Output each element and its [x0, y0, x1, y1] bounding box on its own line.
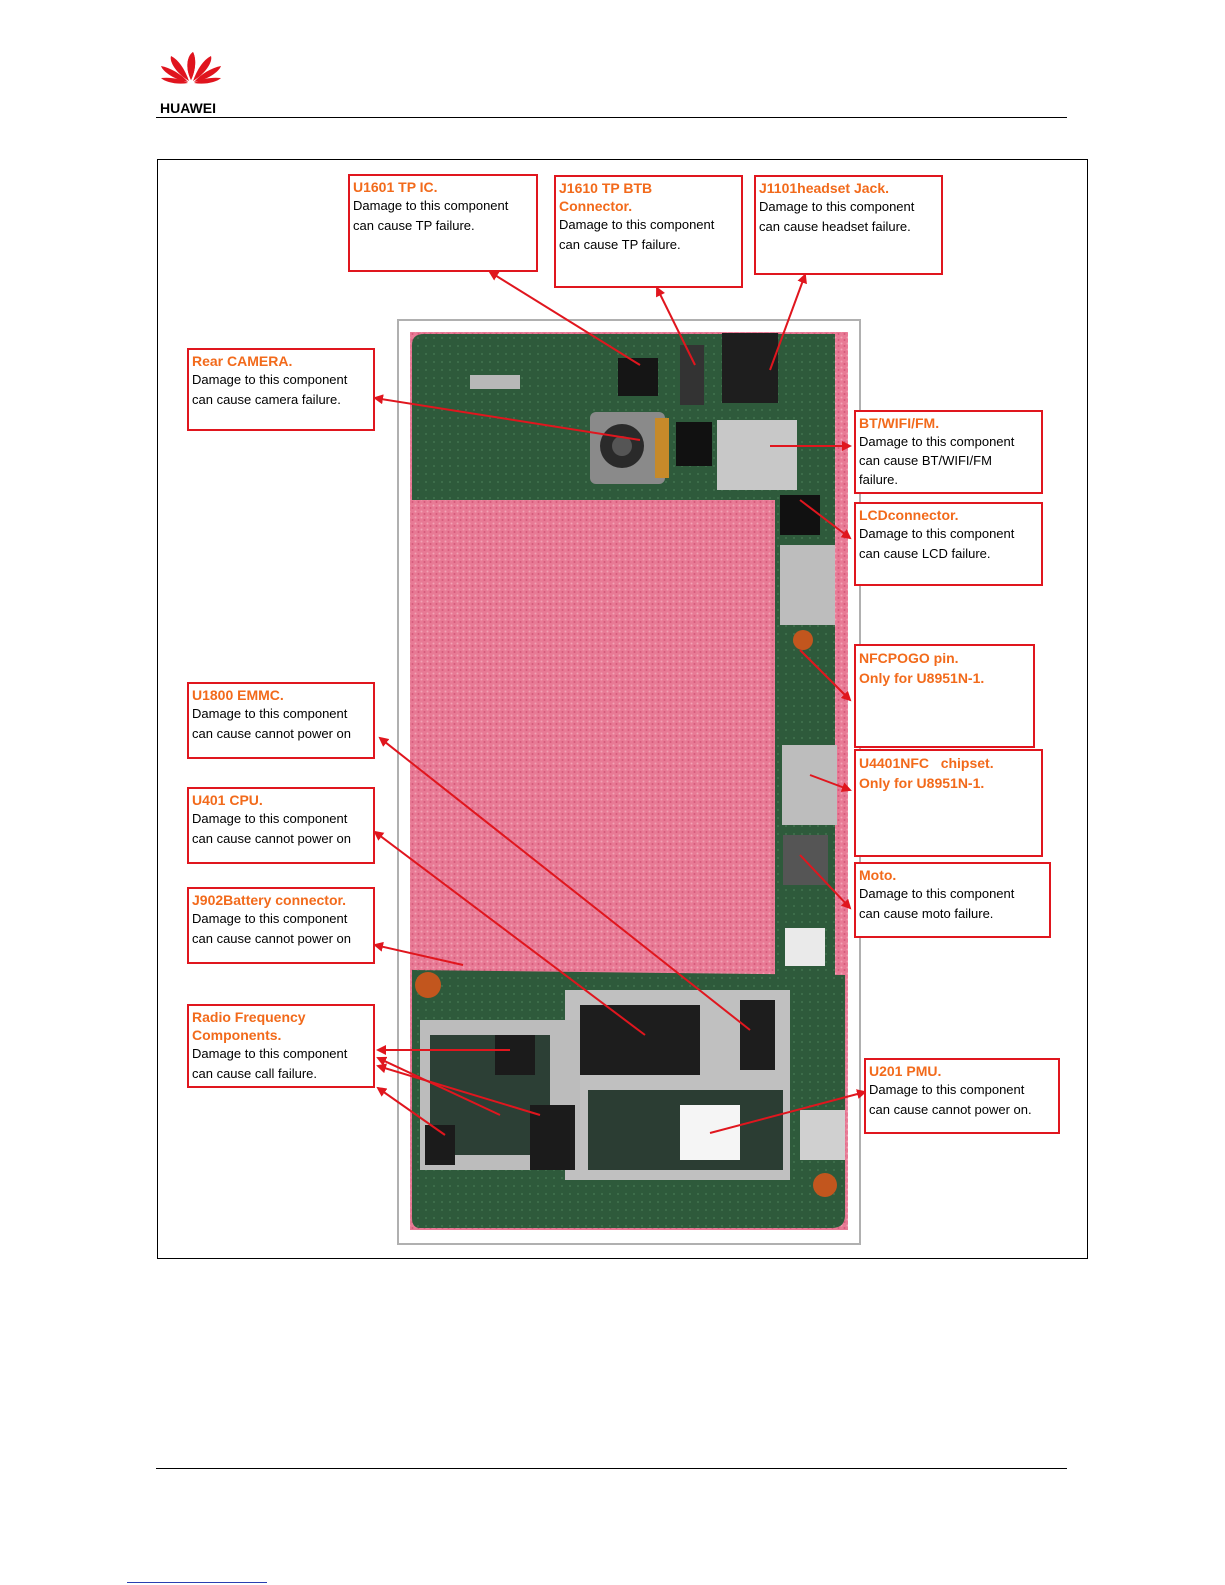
callout-desc: Damage to this component — [192, 372, 348, 387]
callout-desc: can cause LCD failure. — [859, 546, 991, 561]
callout-lcd-connector: LCDconnector. Damage to this component c… — [854, 502, 1043, 586]
callout-desc: Damage to this component — [192, 811, 348, 826]
callout-title: J1610 TP BTB — [559, 180, 653, 196]
callout-desc: failure. — [859, 472, 899, 487]
callout-title: J902Battery connector. — [192, 892, 347, 908]
callout-desc: Damage to this component — [353, 198, 509, 213]
callout-desc: Damage to this component — [192, 911, 348, 926]
callout-desc: Damage to this component — [859, 434, 1015, 449]
callout-desc: can cause cannot power on. — [869, 1102, 1032, 1117]
callout-note: Only for U8951N-1. — [859, 670, 985, 686]
callout-desc: Damage to this component — [192, 706, 348, 721]
callout-title: U1601 TP IC. — [353, 179, 438, 195]
callout-u401: U401 CPU. Damage to this component can c… — [187, 787, 375, 864]
callout-radio-frequency: Radio Frequency Components. Damage to th… — [187, 1004, 375, 1088]
callout-u4401: U4401NFC chipset. Only for U8951N-1. — [854, 749, 1043, 857]
callout-desc: can cause moto failure. — [859, 906, 994, 921]
callout-desc: can cause camera failure. — [192, 392, 341, 407]
callout-title: Rear CAMERA. — [192, 353, 293, 369]
callout-rear-camera: Rear CAMERA. Damage to this component ca… — [187, 348, 375, 431]
callout-j902: J902Battery connector. Damage to this co… — [187, 887, 375, 964]
callout-j1101: J1101headset Jack. Damage to this compon… — [754, 175, 943, 275]
callout-title: U401 CPU. — [192, 792, 263, 808]
callout-title: Radio Frequency — [192, 1009, 306, 1025]
callout-desc: Damage to this component — [559, 217, 715, 232]
callout-title: Connector. — [559, 198, 633, 214]
callout-desc: can cause cannot power on — [192, 931, 351, 946]
callout-u1800: U1800 EMMC. Damage to this component can… — [187, 682, 375, 759]
callout-desc: can cause TP failure. — [353, 218, 475, 233]
callout-u1601: U1601 TP IC. Damage to this component ca… — [348, 174, 538, 272]
callout-title: Components. — [192, 1027, 282, 1043]
callout-desc: Damage to this component — [759, 199, 915, 214]
callout-title: NFCPOGO pin. — [859, 650, 959, 666]
callout-desc: Damage to this component — [192, 1046, 348, 1061]
callout-title: BT/WIFI/FM. — [859, 415, 940, 431]
callout-desc: can cause call failure. — [192, 1066, 318, 1081]
callout-title: J1101headset Jack. — [759, 180, 889, 196]
callout-title: U1800 EMMC. — [192, 687, 284, 703]
callout-title: U201 PMU. — [869, 1063, 942, 1079]
brand-wordmark: HUAWEI — [160, 100, 216, 116]
callout-u201: U201 PMU. Damage to this component can c… — [864, 1058, 1060, 1134]
header-rule — [156, 117, 1067, 118]
callout-moto: Moto. Damage to this component can cause… — [854, 862, 1051, 938]
callout-bt-wifi-fm: BT/WIFI/FM. Damage to this component can… — [854, 410, 1043, 494]
callout-desc: Damage to this component — [869, 1082, 1025, 1097]
callout-desc: can cause cannot power on — [192, 726, 351, 741]
callout-desc: can cause BT/WIFI/FM — [859, 453, 992, 468]
callout-desc: Damage to this component — [859, 526, 1015, 541]
callout-title: LCDconnector. — [859, 507, 959, 523]
callout-note: Only for U8951N-1. — [859, 775, 985, 791]
callout-nfcpogo: NFCPOGO pin. Only for U8951N-1. — [854, 644, 1035, 748]
callout-desc: Damage to this component — [859, 886, 1015, 901]
callout-desc: can cause headset failure. — [759, 219, 911, 234]
footer-link-underline[interactable] — [127, 1582, 267, 1583]
footer-rule — [156, 1468, 1067, 1469]
callout-desc: can cause TP failure. — [559, 237, 681, 252]
callout-j1610: J1610 TP BTB Connector. Damage to this c… — [554, 175, 743, 288]
figure-frame — [157, 159, 1088, 1259]
callout-title: U4401NFC chipset. — [859, 755, 994, 771]
callout-title: Moto. — [859, 867, 897, 883]
callout-desc: can cause cannot power on — [192, 831, 351, 846]
